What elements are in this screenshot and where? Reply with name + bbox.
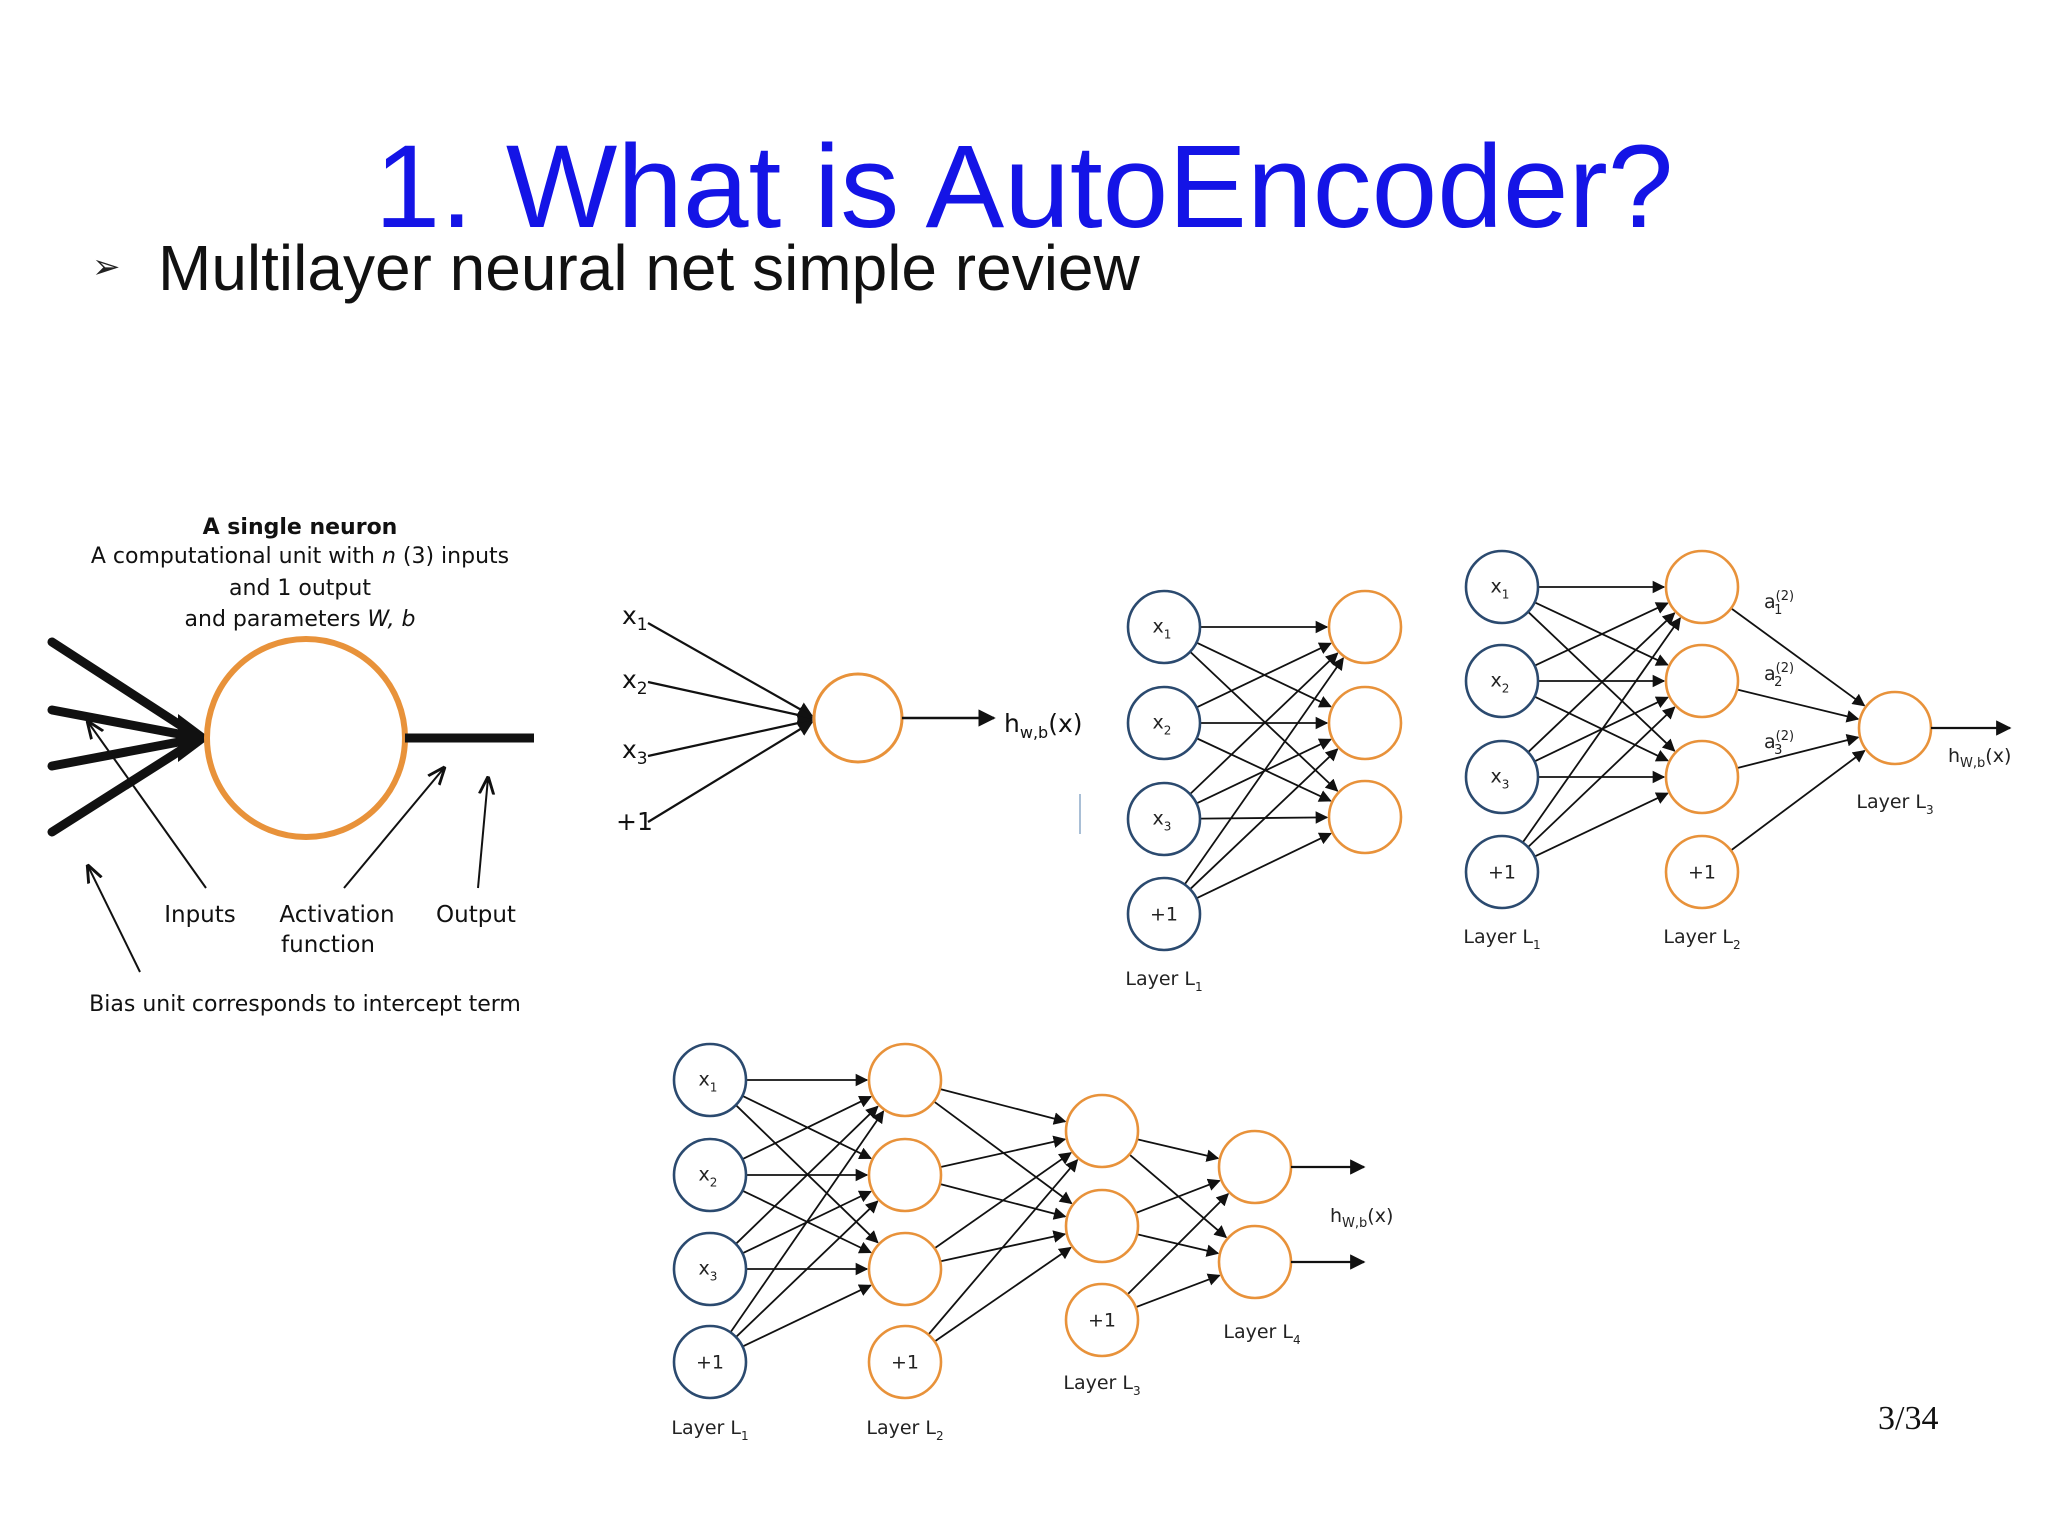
network-d-l2-bias-node <box>867 1324 943 1400</box>
label-activation-line1: Activation <box>279 902 394 928</box>
network-b-hidden-node <box>1327 589 1403 665</box>
network-b-hidden-node <box>1327 779 1403 855</box>
network-d-input-node-label: +1 <box>696 1352 724 1374</box>
network-d-l2-bias-node-label: +1 <box>891 1352 919 1374</box>
network-d-l2-node <box>867 1137 943 1213</box>
network-b-edges <box>1183 620 1344 900</box>
network-c-hidden-bias-node-label: +1 <box>1688 862 1716 884</box>
network-d-output-node <box>1217 1224 1293 1300</box>
network-c-activation-label: a(2)2 <box>1764 661 1794 690</box>
network-c-layer-label: Layer L1 <box>1463 926 1540 952</box>
network-b-input-node <box>1126 685 1202 761</box>
network-d-layer-label: Layer L4 <box>1223 1321 1300 1347</box>
single-neuron-description-line2: and 1 output <box>229 576 371 601</box>
network-c-activation-label: a(2)1 <box>1764 589 1794 618</box>
network-c-hidden-node <box>1664 549 1740 625</box>
network-c-input-node <box>1464 643 1540 719</box>
network-d-output-label: hW,b(x) <box>1330 1205 1393 1231</box>
single-neuron-arrowhead-icon <box>178 714 210 762</box>
network-c-edges-l2 <box>1730 607 1866 852</box>
network-d-input-node <box>672 1137 748 1213</box>
network-c-hidden-node <box>1664 643 1740 719</box>
network-c-activation-label: a(2)3 <box>1764 729 1794 758</box>
single-neuron-node <box>204 636 408 840</box>
perceptron-input-x2: x2 <box>622 665 648 699</box>
network-b-hidden-node <box>1327 685 1403 761</box>
single-neuron-panel: A single neuron A computational unit wit… <box>47 515 534 1017</box>
perceptron-input-x1: x1 <box>622 601 648 635</box>
slide-title: 1. What is AutoEncoder? <box>374 121 1674 253</box>
network-b-input-node-label: +1 <box>1150 904 1178 926</box>
single-neuron-annotation-arrows <box>88 722 488 973</box>
network-c-output-label: hW,b(x) <box>1948 745 2011 771</box>
bullet-text: Multilayer neural net simple review <box>158 232 1140 304</box>
network-d-edges-l2 <box>927 1088 1079 1343</box>
network-c-input-node <box>1464 549 1540 625</box>
network-d-l3-node <box>1064 1188 1140 1264</box>
network-c-input-node <box>1464 739 1540 815</box>
label-bias-unit: Bias unit corresponds to intercept term <box>89 992 521 1017</box>
single-neuron-input-arrows <box>47 637 205 837</box>
network-b-layer-label: Layer L1 <box>1125 968 1202 994</box>
network-c-hidden-node <box>1664 739 1740 815</box>
network-d-layer-label: Layer L2 <box>866 1417 943 1443</box>
network-c-hidden-bias-node <box>1664 834 1740 910</box>
single-neuron-description-line1: A computational unit with n (3) inputs <box>91 544 509 569</box>
network-d-l3-node <box>1064 1093 1140 1169</box>
network-c-input-node-label: +1 <box>1488 862 1516 884</box>
perceptron-input-bias: +1 <box>616 807 653 836</box>
network-d-layer-label: Layer L1 <box>671 1417 748 1443</box>
network-d-l3-bias-node <box>1064 1282 1140 1358</box>
network-d-output-node <box>1217 1129 1293 1205</box>
network-d-input-node <box>672 1324 748 1400</box>
network-c-input-node <box>1464 834 1540 910</box>
network-d-l3-bias-node-label: +1 <box>1088 1310 1116 1332</box>
perceptron-input-x3: x3 <box>622 735 648 769</box>
network-c-edges-l1 <box>1521 580 1681 858</box>
network-c-layer-label: Layer L3 <box>1856 791 1933 817</box>
network-c-output-node <box>1857 690 1933 766</box>
perceptron-node <box>812 672 904 764</box>
network-d-l2-node <box>867 1231 943 1307</box>
network-d-input-node <box>672 1042 748 1118</box>
network-c-layer-label: Layer L2 <box>1663 926 1740 952</box>
bullet-arrow-icon: ➢ <box>92 248 121 286</box>
network-d-edges-l1 <box>729 1073 885 1348</box>
network-b-input-node <box>1126 781 1202 857</box>
label-inputs: Inputs <box>164 902 236 928</box>
single-neuron-description-line3: and parameters W, b <box>185 607 416 632</box>
single-neuron-heading: A single neuron <box>203 515 398 540</box>
label-output: Output <box>436 902 516 928</box>
label-activation-line2: function <box>281 932 375 958</box>
network-d-edges-l3 <box>1126 1138 1230 1309</box>
page-number: 3/34 <box>1878 1400 1939 1437</box>
perceptron-output-label: hw,b(x) <box>1004 709 1083 742</box>
network-d-input-node <box>672 1231 748 1307</box>
network-b-input-node <box>1126 589 1202 665</box>
network-b-input-node <box>1126 876 1202 952</box>
perceptron-input-edges <box>647 622 814 823</box>
network-d-layer-label: Layer L3 <box>1063 1372 1140 1398</box>
perceptron-panel: x1 x2 x3 +1 hw,b(x) <box>616 601 1083 836</box>
network-d-l2-node <box>867 1042 943 1118</box>
